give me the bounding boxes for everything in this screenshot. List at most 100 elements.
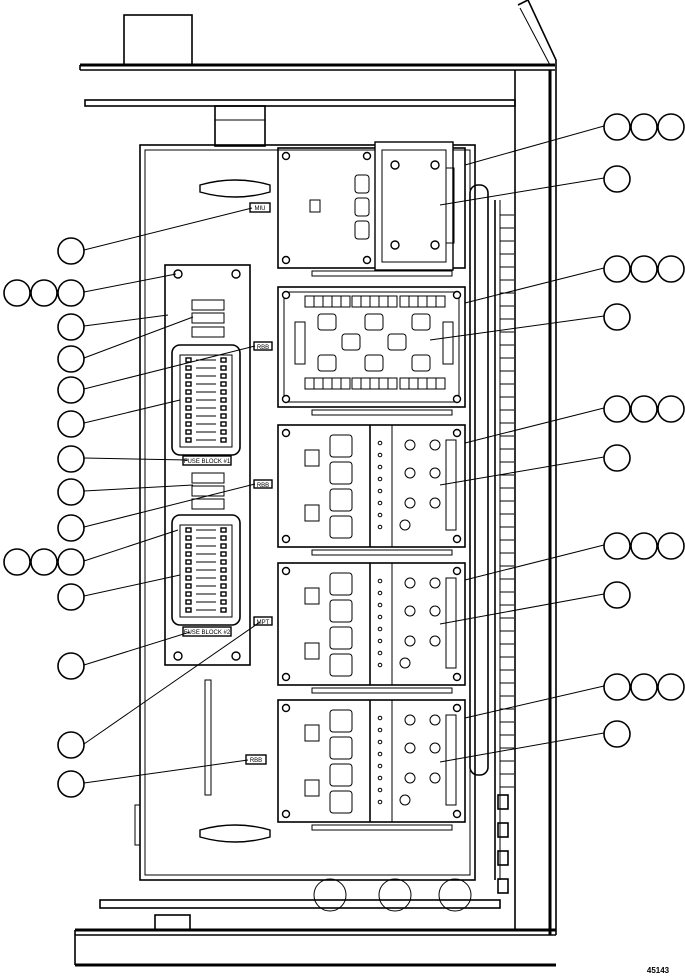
- module-2-relay: [387, 333, 407, 351]
- mounting-screw: [452, 534, 462, 544]
- module-5-relay: [329, 709, 353, 733]
- callout-right-triple-1c: [657, 113, 685, 141]
- module-2-relay: [341, 333, 361, 351]
- mounting-screw: [430, 160, 440, 170]
- fuse-terminal: [185, 535, 192, 541]
- fuse-terminal: [220, 575, 227, 581]
- module-1-relay: [354, 197, 370, 217]
- callout-left-11: [57, 731, 85, 759]
- module-2-relay-bank: [304, 377, 351, 390]
- module-2-relay: [317, 313, 337, 331]
- callout-left-triple-1a: [3, 279, 31, 307]
- module-3-component: [429, 467, 441, 479]
- fuse-panel: FUSE BLOCK #1 FUSE BLOCK #2: [164, 264, 251, 666]
- module-4-rail: [311, 687, 453, 694]
- module-3-component: [399, 519, 411, 531]
- module-3-relay: [329, 434, 353, 458]
- module-5-component: [429, 714, 441, 726]
- module-3-relay: [329, 461, 353, 485]
- module-2-relay: [364, 313, 384, 331]
- module-5-component: [429, 772, 441, 784]
- module-4-component: [399, 657, 411, 669]
- mounting-screw: [452, 290, 462, 300]
- module-4-component: [404, 577, 416, 589]
- module-5-component: [429, 742, 441, 754]
- callout-left-triple-1b: [30, 279, 58, 307]
- fuse-terminal: [220, 527, 227, 533]
- mounting-screw: [452, 703, 462, 713]
- callout-right-4: [603, 581, 631, 609]
- callout-left-triple-1c: [57, 279, 85, 307]
- module-2-relay: [411, 313, 431, 331]
- module-3-connector: [304, 449, 320, 467]
- module-4-led: [377, 590, 383, 596]
- fuse-terminal: [185, 551, 192, 557]
- module-3-led: [377, 452, 383, 458]
- module-5-led: [377, 739, 383, 745]
- module-3-component: [404, 467, 416, 479]
- mounting-screw: [281, 809, 291, 819]
- module-1-terminal-strip: [445, 167, 455, 244]
- mounting-screw: [281, 703, 291, 713]
- callout-right-5: [603, 720, 631, 748]
- callout-left-9: [57, 583, 85, 611]
- side-connector: [497, 850, 509, 866]
- fuse-terminal: [220, 389, 227, 395]
- callout-right-3: [603, 444, 631, 472]
- main-panel: [134, 144, 501, 881]
- module-3-component: [404, 439, 416, 451]
- fuse-terminal: [185, 559, 192, 565]
- module-1-relay: [354, 220, 370, 240]
- module-3-led: [377, 464, 383, 470]
- module-5-relay: [329, 736, 353, 760]
- module-4-relay: [329, 599, 353, 623]
- fuse-terminal: [220, 437, 227, 443]
- fuse-terminal: [185, 357, 192, 363]
- side-connector: [497, 878, 509, 894]
- fuse-terminal: [185, 365, 192, 371]
- module-4-led: [377, 626, 383, 632]
- callout-right-triple-2b: [630, 255, 658, 283]
- mounting-screw: [362, 151, 372, 161]
- callout-left-5: [57, 410, 85, 438]
- module-5-led: [377, 763, 383, 769]
- modules: [277, 141, 466, 831]
- module-4-component: [429, 605, 441, 617]
- module-4-component: [404, 605, 416, 617]
- module-4-component: [429, 577, 441, 589]
- module-1-box: [374, 141, 454, 271]
- callout-right-triple-4a: [603, 532, 631, 560]
- module-3-led: [377, 488, 383, 494]
- callout-left-12: [57, 770, 85, 798]
- mounting-screw: [281, 151, 291, 161]
- callout-right-triple-3a: [603, 395, 631, 423]
- module-5-rail: [311, 824, 453, 831]
- module-4-led: [377, 650, 383, 656]
- fuse-terminal: [185, 567, 192, 573]
- module-4-relay: [329, 626, 353, 650]
- fuse-terminal: [220, 583, 227, 589]
- fuse-terminal: [220, 397, 227, 403]
- module-5-component: [404, 742, 416, 754]
- mounting-screw: [281, 534, 291, 544]
- callout-left-4: [57, 376, 85, 404]
- module-3: [277, 424, 466, 548]
- fuse-terminal: [185, 591, 192, 597]
- module-4-component: [404, 635, 416, 647]
- module-3-relay: [329, 488, 353, 512]
- module-3-rail: [311, 549, 453, 556]
- callout-right-triple-1a: [603, 113, 631, 141]
- tag-rbb-1: RBB: [257, 345, 269, 351]
- mounting-screw: [452, 566, 462, 576]
- module-1: [277, 147, 466, 269]
- callout-right-triple-4c: [657, 532, 685, 560]
- fuse-terminal: [185, 397, 192, 403]
- fuse-terminal: [185, 405, 192, 411]
- mounting-screw: [430, 240, 440, 250]
- module-4: [277, 562, 466, 686]
- callout-right-triple-5c: [657, 673, 685, 701]
- fuse-terminal: [185, 413, 192, 419]
- module-3-component: [404, 497, 416, 509]
- mounting-screw: [281, 672, 291, 682]
